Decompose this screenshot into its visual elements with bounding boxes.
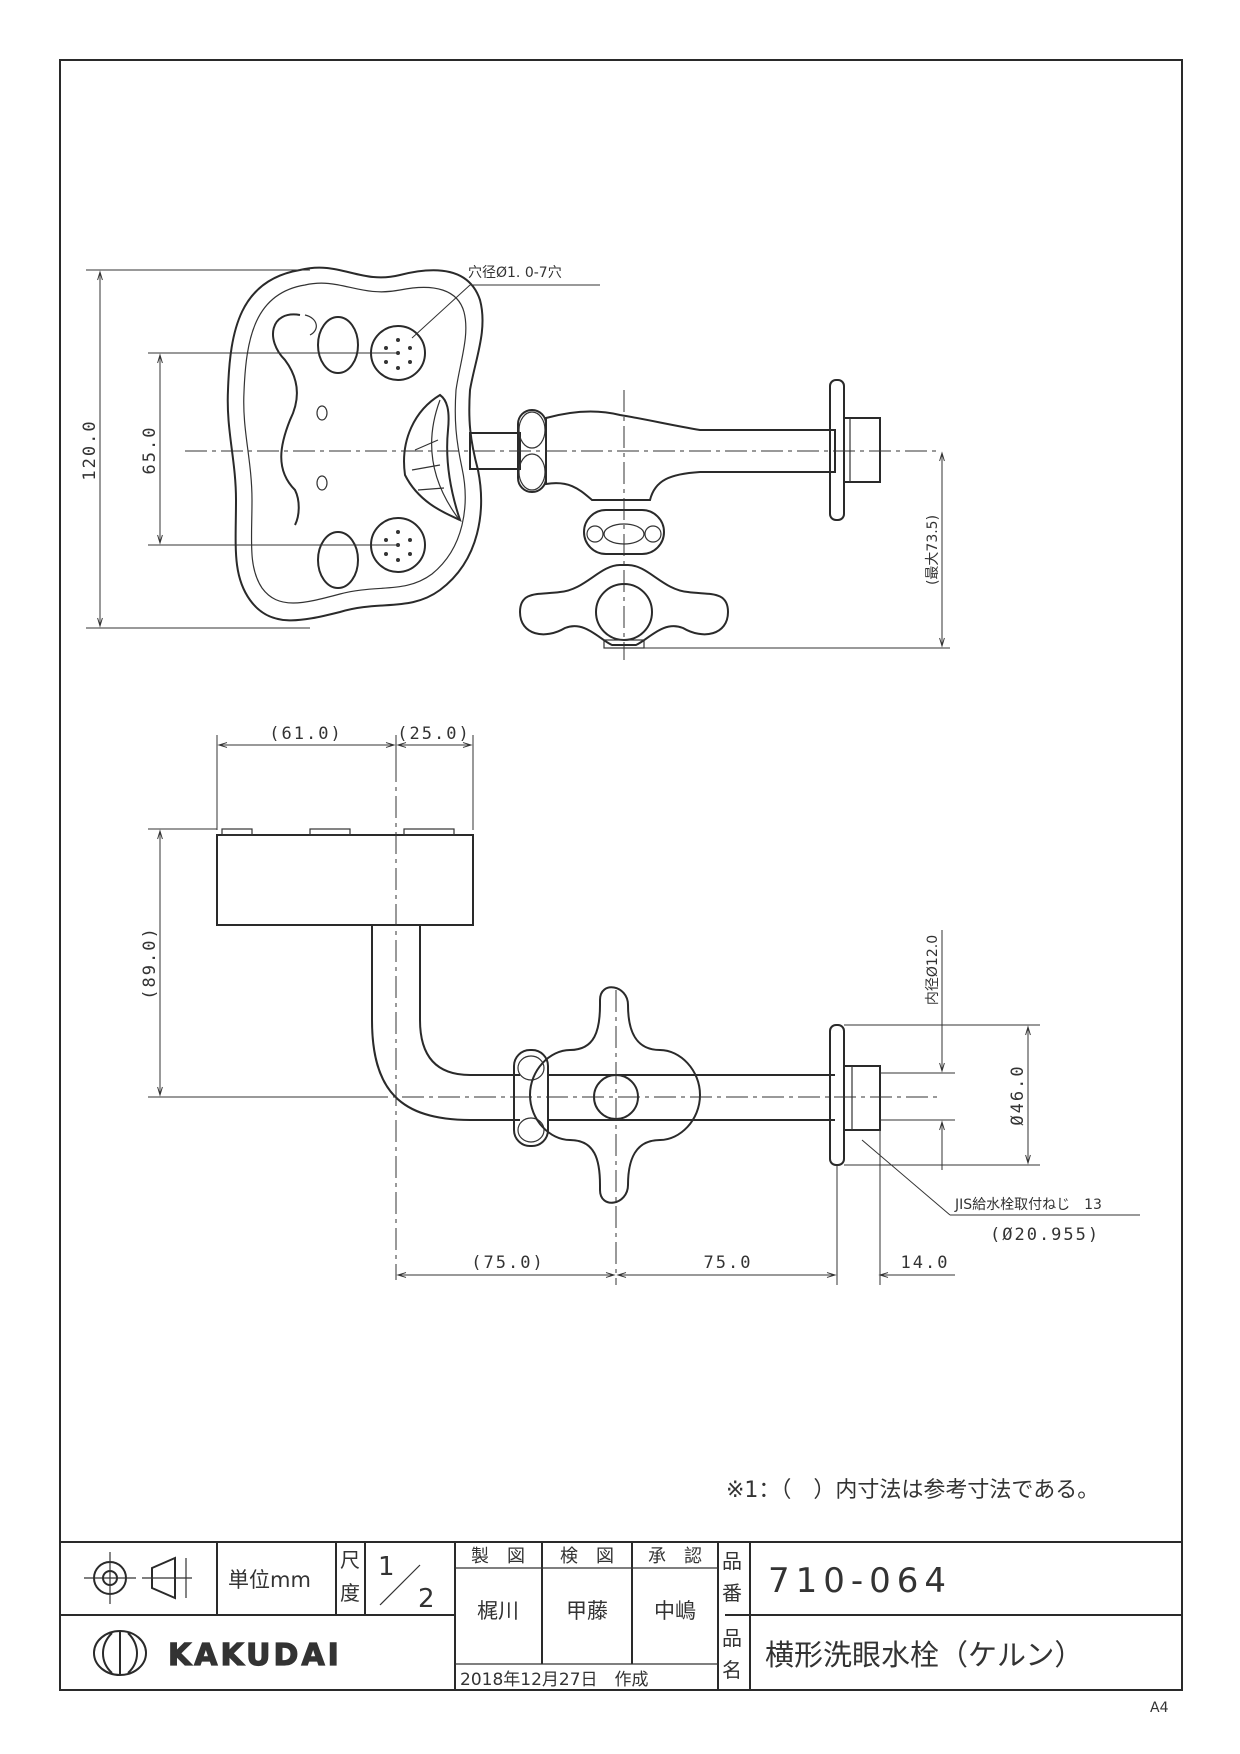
drawing-frame	[59, 59, 1183, 1691]
bowl-outline	[226, 266, 484, 622]
sheet-size: A4	[1150, 1700, 1169, 1716]
leaf-ornament	[403, 393, 462, 522]
drain-opening-bottom	[317, 531, 359, 589]
dim-height: (89.0)	[140, 926, 160, 999]
drain-opening-top	[317, 316, 359, 374]
valve-body	[545, 410, 836, 501]
dim-left-reach: (75.0)	[471, 1253, 544, 1273]
thread-dia: (Ø20.955)	[990, 1225, 1100, 1245]
wall-flange	[829, 379, 845, 521]
thread-fitting-side	[843, 1065, 881, 1131]
name-label-1: 品	[722, 1626, 742, 1650]
scale-numerator: 1	[378, 1552, 395, 1582]
checked-by: 甲藤	[566, 1599, 608, 1623]
nostril-bottom	[316, 475, 328, 491]
part-no-label-2: 番	[722, 1581, 742, 1605]
drawn-by: 梶川	[477, 1599, 519, 1623]
dim-bowl-left: (61.0)	[269, 724, 342, 744]
wall-flange-side	[829, 1024, 845, 1166]
scale-denominator: 2	[418, 1584, 435, 1614]
thread-fitting	[843, 417, 881, 483]
approved-label: 承 認	[648, 1546, 702, 1567]
kakudai-logo-text: KAKUDAI	[168, 1638, 342, 1673]
part-number: 710-064	[768, 1561, 952, 1601]
dim-inner-dia: 内径Ø12.0	[925, 935, 941, 1005]
dim-spray-pitch: 65.0	[140, 426, 160, 475]
nostril-top	[316, 405, 328, 421]
bowl-inner-outline	[243, 282, 467, 604]
scale-label-1: 尺	[340, 1548, 360, 1572]
reference-note: ※1：（ ）内寸法は参考寸法である。	[726, 1478, 1099, 1503]
side-view: (61.0) (25.0) (89.0) 内径Ø12.0 Ø46.0 (75.0…	[140, 724, 1140, 1285]
name-label-2: 名	[722, 1658, 742, 1682]
valve-nut-side	[513, 1049, 549, 1147]
dim-flange-dia: Ø46.0	[1008, 1064, 1028, 1125]
leaf-vein	[431, 399, 459, 519]
projection-symbol-cone	[151, 1556, 176, 1600]
approved-by: 中嶋	[654, 1599, 696, 1623]
kakudai-logo-mark	[93, 1630, 147, 1676]
elbow-pipe	[371, 925, 520, 1121]
dim-right-reach: 75.0	[704, 1253, 753, 1273]
title-block: 単位mm 尺 度 1 2 製 図 検 図 承 認 梶川 甲藤 中嶋 2018年1…	[60, 1541, 1182, 1690]
drawing-date: 2018年12月27日 作成	[460, 1670, 649, 1690]
top-view: 120.0 65.0 (最大73.5) 穴径Ø1. 0-7穴	[80, 265, 950, 660]
part-no-label-1: 品	[722, 1549, 742, 1573]
cross-handle	[518, 564, 730, 646]
cross-handle-front	[528, 986, 702, 1204]
bowl-side	[216, 834, 474, 926]
unit-label: 単位mm	[228, 1568, 311, 1592]
dim-bowl-right: (25.0)	[397, 724, 470, 744]
dim-thread-len: 14.0	[901, 1253, 950, 1273]
hole-callout: 穴径Ø1. 0-7穴	[468, 265, 562, 281]
face-curve-left	[272, 313, 301, 526]
drawn-label: 製 図	[471, 1546, 525, 1567]
face-curve-top	[304, 314, 317, 336]
leaf-veins	[411, 439, 445, 491]
thread-callout: JIS給水栓取付ねじ 13	[954, 1197, 1102, 1213]
product-name: 横形洗眼水栓（ケルン）	[765, 1638, 1083, 1672]
scale-label-2: 度	[340, 1581, 360, 1605]
valve-body-side	[548, 1074, 835, 1121]
dim-max-height: (最大73.5)	[925, 515, 941, 585]
spray-holes	[384, 338, 412, 562]
dim-overall-height: 120.0	[80, 419, 100, 480]
checked-label: 検 図	[560, 1546, 614, 1567]
